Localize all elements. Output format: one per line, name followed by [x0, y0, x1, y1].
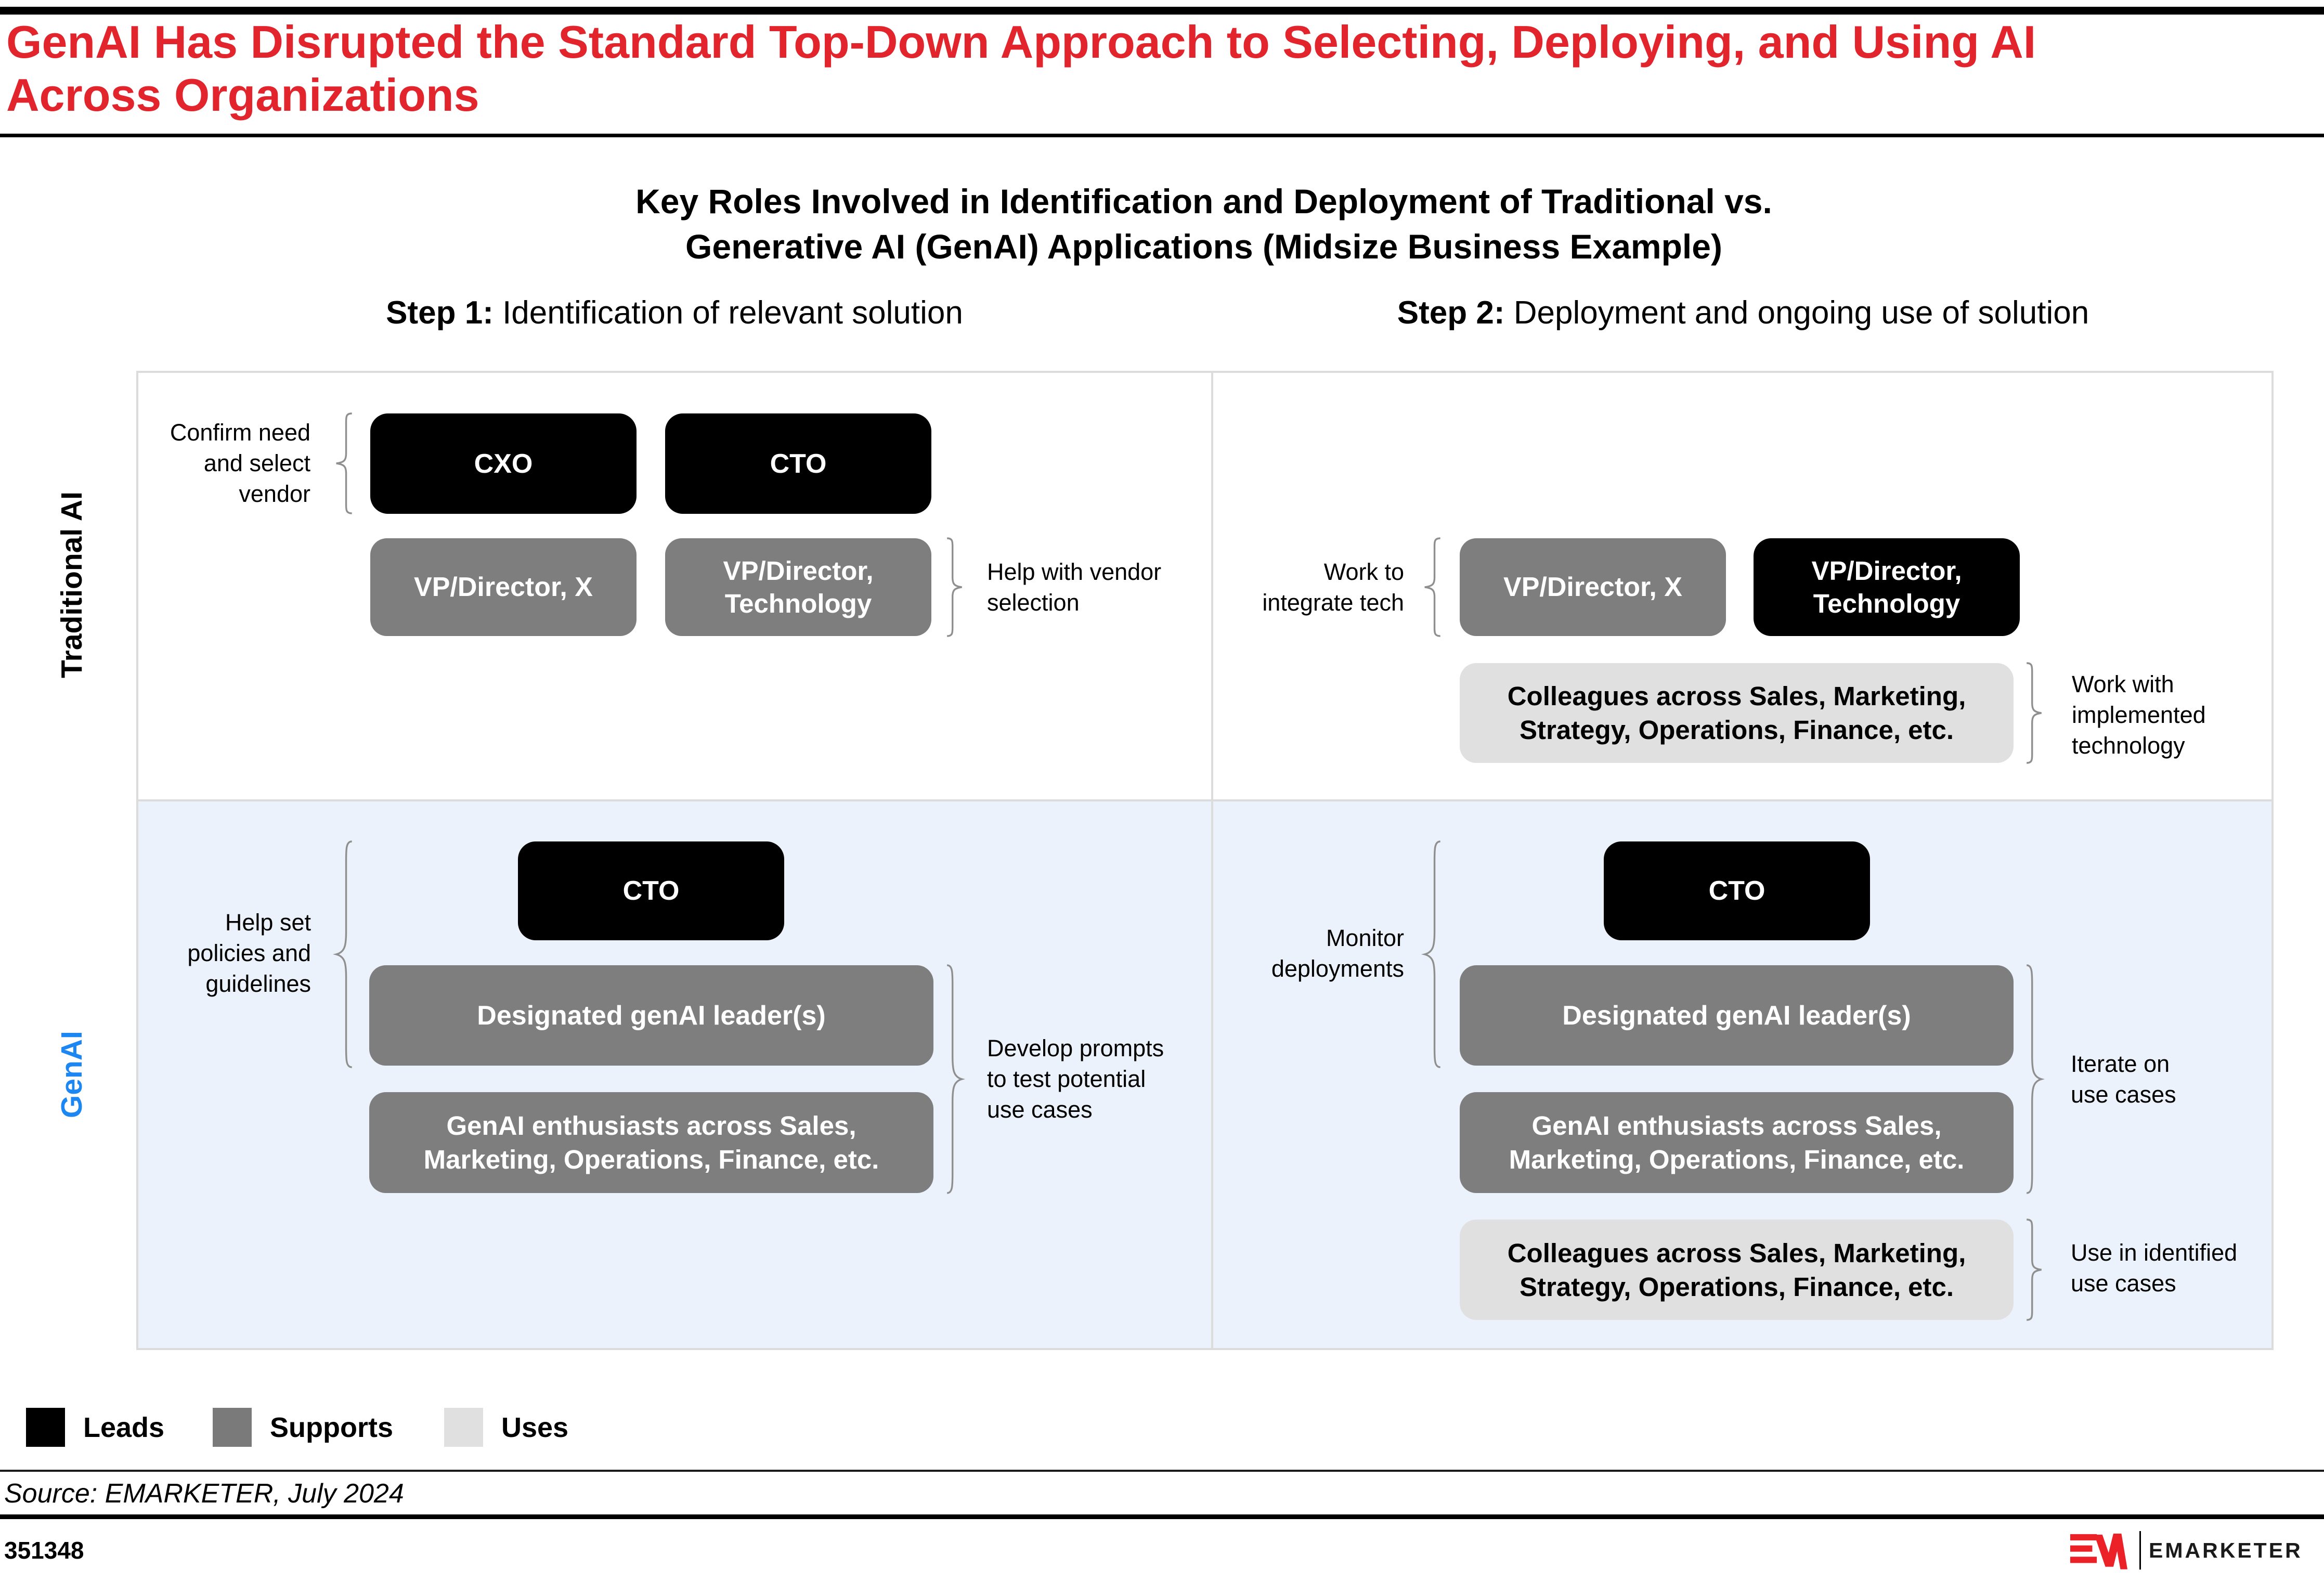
chart-id: 351348 — [4, 1537, 84, 1564]
chart-subtitle-line-1: Key Roles Involved in Identification and… — [635, 182, 1772, 221]
curly-brace-right-icon — [2025, 663, 2045, 763]
note-iterate-on-use-cases: Iterate on use cases — [2071, 1051, 2176, 1108]
curly-brace-left-icon — [333, 841, 354, 1067]
emarketer-wordmark: EMARKETER — [2149, 1538, 2303, 1562]
note-work-to-integrate-tech: Work to integrate tech — [1262, 559, 1404, 616]
footer-divider-line — [0, 1514, 2324, 1519]
role-box-colleagues: Colleagues across Sales, Marketing, Stra… — [1460, 1220, 2014, 1320]
curly-brace-left-icon — [1421, 538, 1442, 636]
legend-label-leads: Leads — [83, 1411, 165, 1443]
step-2-label: Deployment and ongoing use of solution — [1504, 295, 2089, 331]
role-box-cto: CTO — [1604, 841, 1870, 940]
curly-brace-right-icon — [2025, 1220, 2045, 1320]
legend-swatch-supports — [213, 1408, 252, 1447]
note-develop-prompts-test-use-cases: Develop prompts to test potential use ca… — [987, 1035, 1164, 1123]
role-box-designated-genai-leaders: Designated genAI leader(s) — [369, 965, 933, 1066]
role-box-vp-director-x: VP/Director, X — [370, 538, 637, 636]
role-box-vp-director-x: VP/Director, X — [1460, 538, 1726, 636]
legend-swatch-leads — [26, 1408, 65, 1447]
curly-brace-right-icon — [2025, 965, 2045, 1193]
row-divider-line — [138, 799, 2271, 801]
chart-subtitle-line-2: Generative AI (GenAI) Applications (Mids… — [685, 227, 1722, 266]
page-title: GenAI Has Disrupted the Standard Top-Dow… — [6, 16, 2318, 122]
role-box-colleagues: Colleagues across Sales, Marketing, Stra… — [1460, 663, 2014, 763]
note-monitor-deployments: Monitor deployments — [1271, 925, 1404, 982]
legend-swatch-uses — [444, 1408, 483, 1447]
role-box-designated-genai-leaders: Designated genAI leader(s) — [1460, 965, 2014, 1066]
source-text: Source: EMARKETER, July 2024 — [4, 1479, 404, 1509]
curly-brace-left-icon — [333, 413, 354, 513]
step-2-prefix: Step 2: — [1397, 295, 1505, 331]
chart-subtitle: Key Roles Involved in Identification and… — [136, 179, 2271, 269]
role-box-genai-enthusiasts: GenAI enthusiasts across Sales, Marketin… — [1460, 1092, 2014, 1193]
note-work-with-implemented-technology: Work with implemented technology — [2072, 671, 2206, 759]
step-1-header: Step 1: Identification of relevant solut… — [136, 294, 1213, 331]
step-1-label: Identification of relevant solution — [493, 295, 963, 331]
role-box-vp-director-technology: VP/Director, Technology — [1754, 538, 2020, 636]
note-confirm-need-select-vendor: Confirm need and select vendor — [170, 419, 310, 507]
legend-label-uses: Uses — [501, 1411, 569, 1443]
row-label-traditional-ai: Traditional AI — [55, 491, 88, 679]
page-title-line-1: GenAI Has Disrupted the Standard Top-Dow… — [6, 16, 2036, 68]
curly-brace-right-icon — [945, 965, 965, 1193]
note-help-set-policies-guidelines: Help set policies and guidelines — [187, 909, 311, 997]
role-box-vp-director-technology: VP/Director, Technology — [665, 538, 931, 636]
note-help-with-vendor-selection: Help with vendor selection — [987, 559, 1162, 616]
role-box-cto: CTO — [518, 841, 784, 940]
note-use-in-identified-use-cases: Use in identified use cases — [2071, 1239, 2238, 1297]
role-box-cto: CTO — [665, 413, 931, 514]
top-border-bar — [0, 7, 2324, 15]
role-box-genai-enthusiasts: GenAI enthusiasts across Sales, Marketin… — [369, 1092, 933, 1193]
source-divider-line — [0, 1470, 2324, 1472]
legend-label-supports: Supports — [270, 1411, 393, 1443]
step-1-prefix: Step 1: — [386, 295, 494, 331]
role-box-cxo: CXO — [370, 413, 637, 514]
row-label-genai: GenAI — [55, 1031, 88, 1119]
curly-brace-right-icon — [945, 538, 965, 636]
logo-divider-line — [2139, 1531, 2141, 1570]
title-divider-line — [0, 134, 2324, 137]
page-title-line-2: Across Organizations — [6, 69, 479, 121]
column-divider-line — [1211, 373, 1213, 1348]
step-2-header: Step 2: Deployment and ongoing use of so… — [1213, 294, 2274, 331]
curly-brace-left-icon — [1421, 841, 1442, 1067]
emarketer-logo-icon — [2070, 1532, 2128, 1570]
